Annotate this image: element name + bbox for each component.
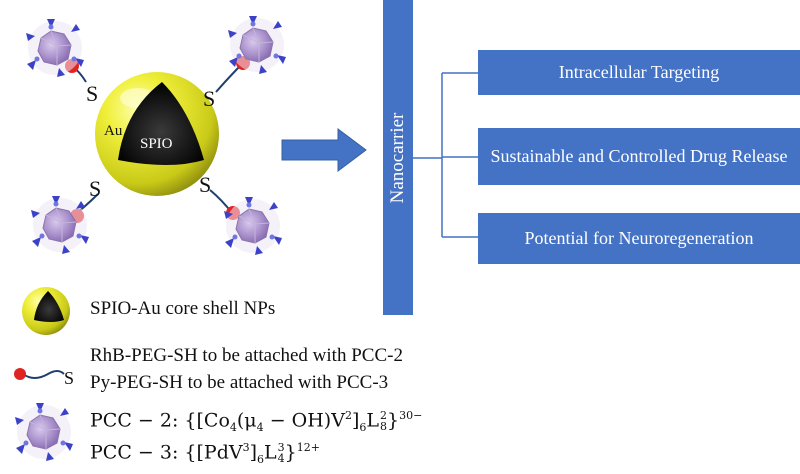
arrow-right-icon	[281, 128, 367, 172]
pcc2-prefix: PCC − 2:	[90, 409, 179, 432]
application-label: Potential for Neuroregeneration	[524, 228, 754, 248]
pcc3-charge: 12+	[296, 441, 320, 454]
pcc3-prefix: PCC − 3:	[90, 441, 179, 464]
pcc3-ligand-sup: 3	[277, 441, 285, 455]
pcc3-ligand-sub: 4	[277, 452, 285, 466]
pcc2-sub: 6	[359, 421, 367, 435]
svg-text:S: S	[203, 86, 215, 111]
pcc2-mid: (μ	[236, 409, 257, 432]
legend-core-shell: SPIO-Au core shell NPs	[90, 298, 276, 319]
pcc2-charge: 30−	[399, 409, 423, 422]
core-shell-nanoparticle-icon	[95, 72, 219, 196]
pcc3-ligand: L	[264, 441, 277, 464]
application-box-neuroregeneration: Potential for Neuroregeneration	[478, 213, 800, 264]
pcc2-ligand: L	[366, 409, 379, 432]
legend-cluster-icon	[14, 402, 74, 462]
pcc3-end: }	[284, 441, 297, 464]
pcc3-sup: 3	[242, 441, 250, 454]
thiol-s-icon: S S S S	[86, 81, 215, 201]
pcc2-end: }	[386, 409, 400, 432]
svg-text:S: S	[89, 176, 101, 201]
legend-linker-py: Py-PEG-SH to be attached with PCC-3	[90, 372, 389, 393]
pcc2-sub: 4	[229, 421, 237, 435]
application-label: Sustainable and Controlled Drug Release	[490, 146, 788, 166]
pcc3-sub: 6	[257, 453, 264, 467]
legend-linker-rhb: RhB-PEG-SH to be attached with PCC-2	[90, 345, 403, 366]
application-label: Intracellular Targeting	[558, 62, 720, 82]
svg-text:S: S	[199, 172, 211, 197]
svg-text:S: S	[64, 368, 74, 388]
pcc2-ligand-sup: 2	[379, 409, 387, 423]
legend-nanoparticle-icon	[22, 287, 70, 335]
pcc2-sup: 2	[344, 409, 352, 422]
connector-lines	[413, 72, 478, 238]
application-box-drug-release: Sustainable and Controlled Drug Release	[478, 128, 800, 185]
legend-linker-icon: S	[14, 368, 74, 388]
nanocarrier-bar	[383, 0, 413, 315]
pcc2-close: ]	[351, 409, 360, 432]
nanocarrier-label: Nanocarrier	[387, 112, 408, 204]
au-shell-label: Au	[104, 123, 123, 139]
pcc3-close: ]	[249, 441, 257, 464]
pcc2-sub: 4	[256, 421, 264, 435]
pcc2-mid: − OH)V	[263, 409, 345, 432]
pcc3-body: {[PdV	[184, 441, 243, 464]
pcc2-ligand-sub: 8	[379, 420, 387, 434]
application-box-targeting: Intracellular Targeting	[478, 50, 800, 95]
pcc2-body: {[Co	[184, 409, 230, 432]
spio-core-label: SPIO	[140, 136, 173, 152]
svg-text:S: S	[86, 81, 98, 106]
